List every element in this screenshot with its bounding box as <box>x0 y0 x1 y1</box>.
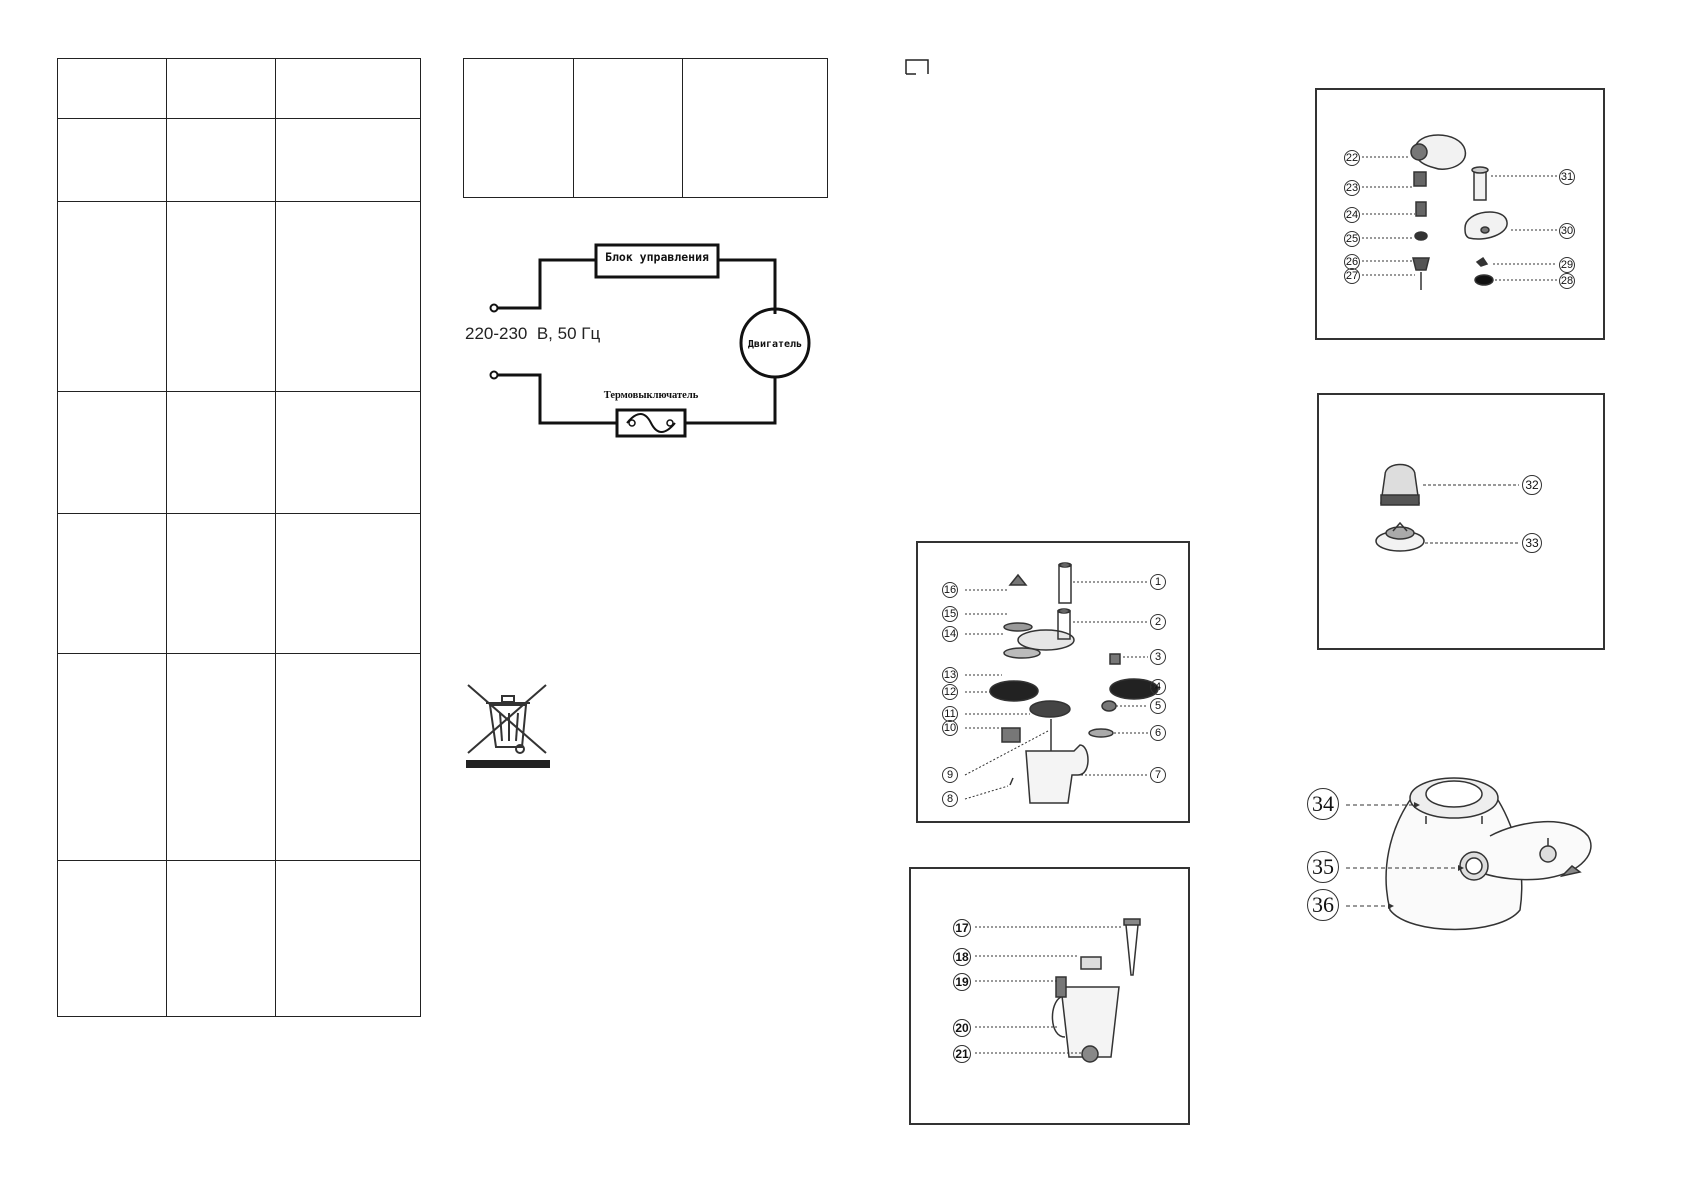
callout-3: 3 <box>1150 649 1166 665</box>
callout-25: 25 <box>1344 231 1360 247</box>
callout-14: 14 <box>942 626 958 642</box>
callout-6: 6 <box>1150 725 1166 741</box>
callout-12: 12 <box>942 684 958 700</box>
callout-13: 13 <box>942 667 958 683</box>
table-cell <box>165 118 277 202</box>
callout-33: 33 <box>1522 533 1542 553</box>
table-cell <box>57 391 167 514</box>
table-cell <box>275 201 421 392</box>
specs-table-top <box>463 58 828 198</box>
callout-20: 20 <box>953 1019 971 1037</box>
specs-table-left <box>57 58 421 1017</box>
terminal-top <box>489 303 499 313</box>
table-cell <box>275 58 421 119</box>
table-cell <box>57 118 167 202</box>
callout-23: 23 <box>1344 180 1360 196</box>
crossed-out-wheelie-bin-icon <box>466 684 550 768</box>
parts-diagram-d: 32 33 <box>1317 393 1605 650</box>
callout-8: 8 <box>942 791 958 807</box>
table-cell <box>57 513 167 654</box>
control-unit-box <box>594 243 720 279</box>
table-cell <box>275 653 421 861</box>
callout-30: 30 <box>1559 223 1575 239</box>
callout-34: 34 <box>1307 788 1339 820</box>
table-cell <box>275 513 421 654</box>
callout-10: 10 <box>942 720 958 736</box>
table-cell <box>57 653 167 861</box>
callout-2: 2 <box>1150 614 1166 630</box>
terminal-bottom <box>489 370 499 380</box>
control-unit-label: Блок управления <box>605 250 709 264</box>
callout-36: 36 <box>1307 889 1339 921</box>
callout-22: 22 <box>1344 150 1360 166</box>
callout-35: 35 <box>1307 851 1339 883</box>
parts-diagram-c: 22 23 24 25 26 27 31 30 29 28 <box>1315 88 1605 340</box>
table-cell <box>165 201 277 392</box>
wiring-diagram: Блок управления Двигатель Термовыключате… <box>465 243 811 438</box>
motor-label: Двигатель <box>748 339 802 350</box>
callout-29: 29 <box>1559 257 1575 273</box>
table-cell <box>57 58 167 119</box>
callout-1: 1 <box>1150 574 1166 590</box>
parts-diagram-c-art <box>1362 134 1557 290</box>
voltage-label: 220-230 В, 50 Гц <box>465 324 600 343</box>
parts-diagram-a: 16 15 14 13 12 11 10 9 8 1 2 3 4 5 6 7 <box>916 541 1190 823</box>
callout-21: 21 <box>953 1045 971 1063</box>
callout-15: 15 <box>942 606 958 622</box>
callout-31: 31 <box>1559 169 1575 185</box>
table-cell <box>57 201 167 392</box>
table-cell <box>165 58 277 119</box>
callout-27: 27 <box>1344 268 1360 284</box>
table-cell <box>463 58 574 198</box>
table-cell <box>165 513 277 654</box>
callout-19: 19 <box>953 973 971 991</box>
callout-24: 24 <box>1344 207 1360 223</box>
fuse-label: Термовыключатель <box>604 390 699 401</box>
callout-9: 9 <box>942 767 958 783</box>
table-cell <box>275 118 421 202</box>
parts-diagram-b-art <box>975 918 1141 1063</box>
table-cell <box>275 860 421 1017</box>
callout-17: 17 <box>953 919 971 937</box>
parts-diagram-b: 17 18 19 20 21 <box>909 867 1190 1125</box>
table-cell <box>165 860 277 1017</box>
callout-7: 7 <box>1150 767 1166 783</box>
callout-4: 4 <box>1150 679 1166 695</box>
table-cell <box>57 860 167 1017</box>
callout-18: 18 <box>953 948 971 966</box>
callout-5: 5 <box>1150 698 1166 714</box>
table-cell <box>682 58 828 198</box>
callout-32: 32 <box>1522 475 1542 495</box>
table-cell <box>275 391 421 514</box>
table-cell <box>165 391 277 514</box>
main-unit-diagram <box>1346 777 1592 931</box>
table-cell <box>165 653 277 861</box>
parts-diagram-d-art <box>1375 463 1519 552</box>
parts-diagram-a-art <box>964 562 1160 804</box>
table-cell <box>572 58 684 198</box>
callout-28: 28 <box>1559 273 1575 289</box>
page-marker-icon <box>905 59 929 75</box>
callout-16: 16 <box>942 582 958 598</box>
